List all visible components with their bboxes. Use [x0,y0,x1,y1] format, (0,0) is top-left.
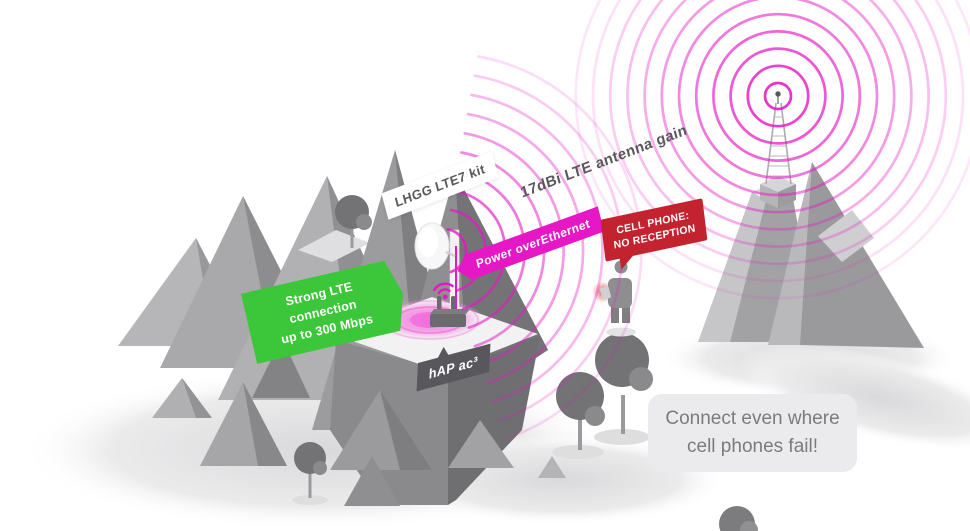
tree [719,506,758,531]
wifi-icon [432,282,454,300]
trees [292,195,758,531]
right-mountain [698,162,924,348]
tree [594,333,653,445]
tagline-box: Connect even where cell phones fail! [648,394,857,472]
person-icon [592,260,636,337]
phone [600,286,611,300]
tree [335,195,372,248]
tree [292,442,328,505]
tree [552,372,605,459]
tagline-line2: cell phones fail! [687,436,818,457]
router-icon [430,296,470,327]
tower-signal-rings-icon [574,0,970,300]
lhg-dish-icon [414,222,456,270]
tagline-line1: Connect even where [665,408,840,429]
